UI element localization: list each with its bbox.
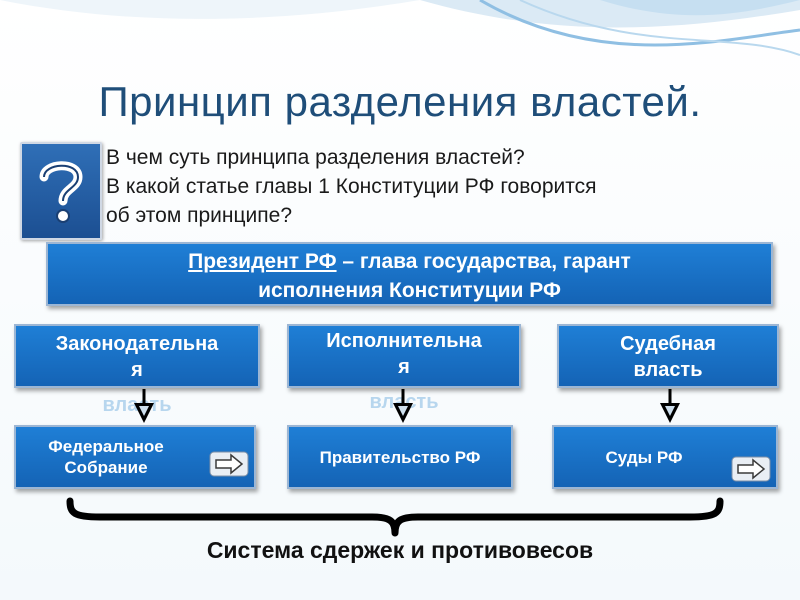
right-arrow-icon[interactable] bbox=[209, 451, 249, 477]
question-line: об этом принципе? bbox=[106, 204, 292, 227]
decorative-waves bbox=[0, 0, 800, 56]
branch-label: Исполнительна bbox=[326, 330, 482, 352]
checks-and-balances-label: Система сдержек и противовесов bbox=[206, 537, 594, 563]
branch-legislative: Законодательна я bbox=[14, 324, 260, 388]
question-box bbox=[20, 142, 102, 240]
president-link[interactable]: Президент РФ bbox=[188, 250, 337, 273]
president-line-1-rest: – глава государства, гарант bbox=[336, 250, 631, 273]
question-line: В чем суть принципа разделения властей? bbox=[106, 146, 525, 169]
right-arrow-icon[interactable] bbox=[731, 456, 771, 482]
president-line-2: исполнения Конституции РФ bbox=[258, 279, 561, 302]
organ-federal-assembly[interactable]: Федеральное Собрание bbox=[14, 425, 256, 489]
organ-courts[interactable]: Суды РФ bbox=[552, 425, 778, 489]
organ-label: Собрание bbox=[64, 458, 148, 477]
organ-label-lines: Федеральное Собрание bbox=[48, 436, 163, 478]
curly-brace bbox=[66, 497, 724, 537]
question-mark-icon bbox=[39, 161, 83, 223]
branch-executive: Исполнительна я bbox=[287, 324, 521, 388]
organ-label: Суды РФ bbox=[605, 447, 683, 467]
organ-label-group: Федеральное Собрание bbox=[16, 427, 196, 487]
branch-label: я bbox=[131, 359, 143, 381]
question-line: В какой статье главы 1 Конституции РФ го… bbox=[106, 175, 597, 198]
down-arrow-icon bbox=[660, 389, 680, 423]
branch-judicial: Судебная власть bbox=[557, 324, 779, 388]
organ-label: Правительство РФ bbox=[319, 447, 481, 467]
president-line-1: Президент РФ – глава государства, гарант bbox=[48, 247, 771, 276]
branch-label: Судебная bbox=[620, 333, 716, 355]
organ-label-group: Правительство РФ bbox=[289, 427, 511, 487]
branch-label: власть bbox=[633, 359, 703, 381]
organ-label-group: Суды РФ bbox=[554, 427, 734, 487]
down-arrow-icon bbox=[134, 389, 154, 423]
organ-government[interactable]: Правительство РФ bbox=[287, 425, 513, 489]
organ-label: Федеральное bbox=[48, 437, 164, 456]
president-box: Президент РФ – глава государства, гарант… bbox=[46, 242, 773, 306]
branch-label: Законодательна bbox=[55, 333, 219, 355]
question-text: В чем суть принципа разделения властей? … bbox=[106, 143, 766, 230]
slide-title: Принцип разделения властей. bbox=[98, 78, 702, 125]
branch-label: я bbox=[398, 356, 410, 378]
down-arrow-icon bbox=[393, 389, 413, 423]
